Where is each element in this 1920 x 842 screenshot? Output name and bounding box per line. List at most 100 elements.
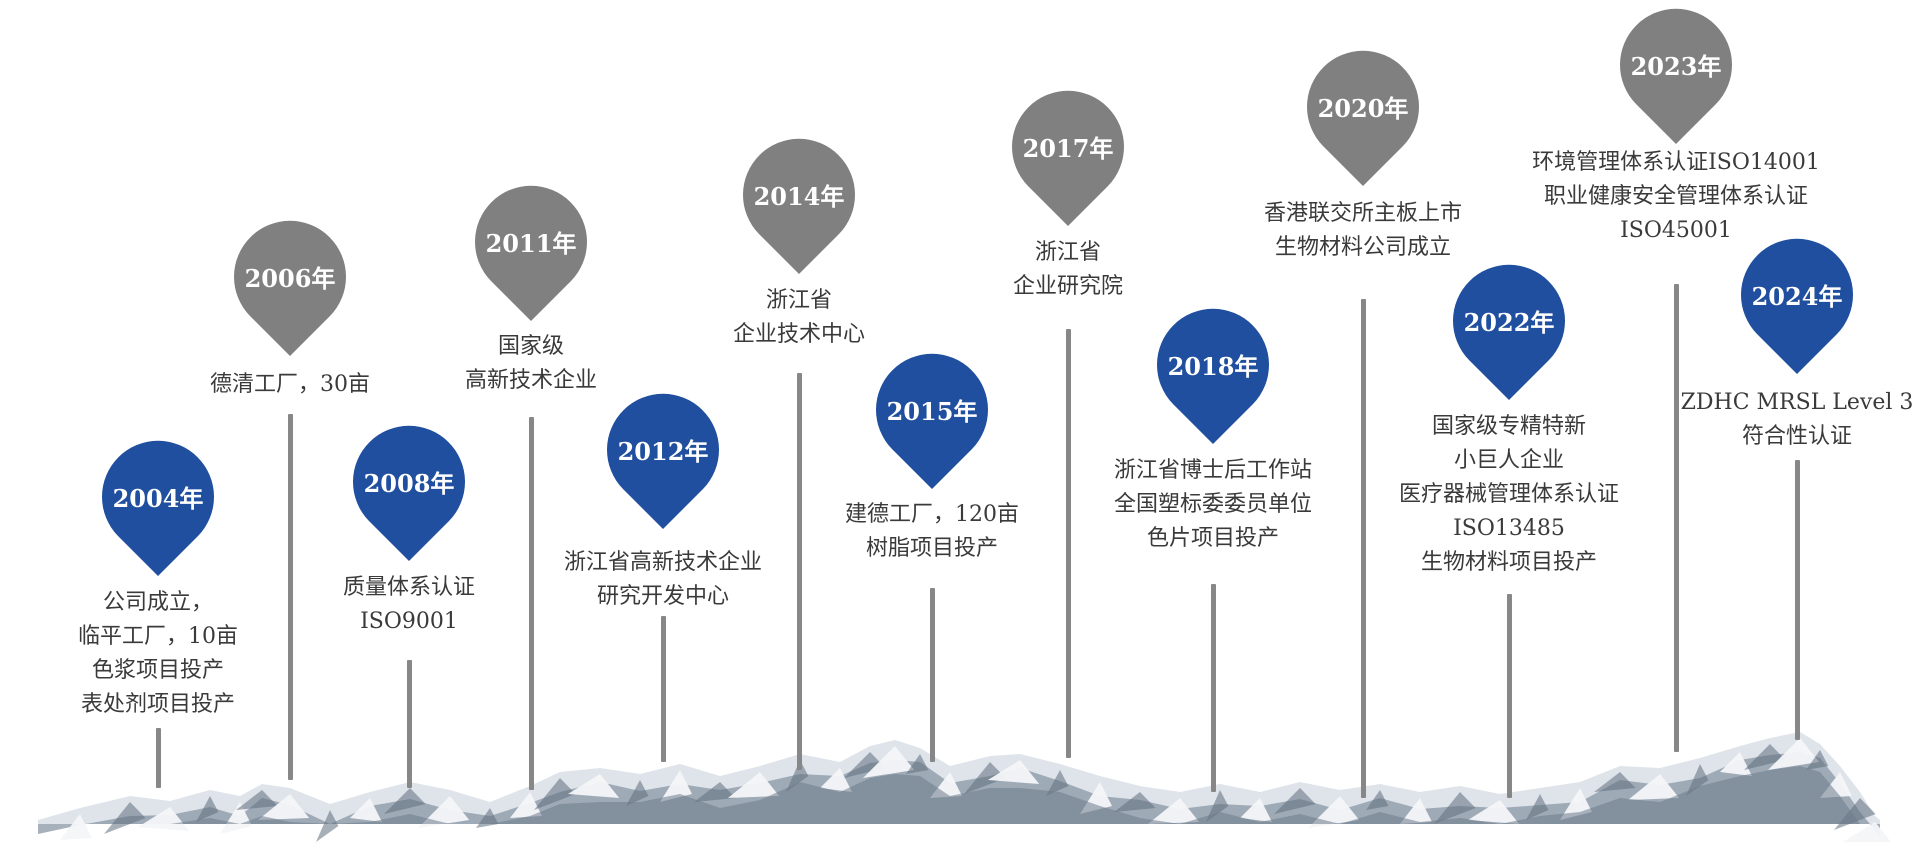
map-pin-icon xyxy=(743,138,855,274)
milestone-description: 建德工厂，120亩树脂项目投产 xyxy=(782,498,1082,566)
milestone-stem xyxy=(929,588,935,762)
milestone-description-line: 公司成立， xyxy=(102,590,213,615)
map-pin-marker: 2015年 xyxy=(876,353,988,489)
milestone-year: 2023年 xyxy=(1630,51,1722,81)
map-pin-marker: 2022年 xyxy=(1453,264,1565,400)
map-pin-icon xyxy=(876,353,988,489)
milestone-description: 公司成立， 临平工厂，10亩色浆项目投产表处剂项目投产 xyxy=(8,586,308,722)
milestone-year: 2024年 xyxy=(1751,281,1843,311)
milestone-description: 香港联交所主板上市生物材料公司成立 xyxy=(1213,197,1513,265)
milestone-description: 浙江省企业研究院 xyxy=(918,236,1218,304)
map-pin-icon xyxy=(1157,308,1269,444)
milestone-description-line: ZDHC MRSL Level 3 xyxy=(1680,390,1914,415)
map-pin-icon xyxy=(1741,238,1853,374)
milestone-description-line: 色浆项目投产 xyxy=(91,658,224,683)
map-pin-marker: 2020年 xyxy=(1307,50,1419,186)
map-pin-marker: 2024年 xyxy=(1741,238,1853,374)
milestone-stem xyxy=(287,414,293,780)
milestone-description: 浙江省高新技术企业研究开发中心 xyxy=(513,546,813,614)
milestone-stem xyxy=(1360,299,1366,798)
milestone-description-line: 环境管理体系认证ISO14001 xyxy=(1532,150,1820,175)
milestone-year: 2017年 xyxy=(1022,133,1114,163)
milestone-year: 2014年 xyxy=(753,181,845,211)
milestone-description-line: 临平工厂，10亩 xyxy=(78,624,238,649)
map-pin-marker: 2014年 xyxy=(743,138,855,274)
milestone-description-line: 浙江省 xyxy=(765,288,832,313)
map-pin-icon xyxy=(353,425,465,561)
milestone-description-line: 符合性认证 xyxy=(1741,424,1852,449)
milestone-description-line: 高新技术企业 xyxy=(464,368,597,393)
milestone-description-line: 质量体系认证 xyxy=(342,575,475,600)
milestone-description-line: 企业研究院 xyxy=(1012,274,1123,299)
map-pin-marker: 2023年 xyxy=(1620,8,1732,144)
milestone-stem xyxy=(1673,284,1679,752)
milestone-description-line: 表处剂项目投产 xyxy=(80,692,235,717)
milestone-description-line: 国家级专精特新 xyxy=(1431,414,1586,439)
map-pin-icon xyxy=(1307,50,1419,186)
map-pin-icon xyxy=(1453,264,1565,400)
milestone-description-line: 小巨人企业 xyxy=(1453,448,1564,473)
map-pin-icon xyxy=(1620,8,1732,144)
milestone-year: 2004年 xyxy=(112,483,204,513)
milestone-description: 德清工厂，30亩 xyxy=(140,368,440,402)
milestone-description: 浙江省企业技术中心 xyxy=(649,284,949,352)
milestone-year: 2006年 xyxy=(244,263,336,293)
milestone-year: 2018年 xyxy=(1167,351,1259,381)
milestone-description-line: 生物材料项目投产 xyxy=(1420,550,1597,575)
map-pin-marker: 2006年 xyxy=(234,220,346,356)
map-pin-marker: 2011年 xyxy=(475,185,587,321)
milestone-stem xyxy=(660,616,666,762)
map-pin-marker: 2012年 xyxy=(607,393,719,529)
milestone-stem xyxy=(1065,329,1071,758)
milestone-year: 2015年 xyxy=(886,396,978,426)
milestone-description-line: 医疗器械管理体系认证 xyxy=(1398,482,1619,507)
map-pin-icon xyxy=(607,393,719,529)
milestone-description-line: 生物材料公司成立 xyxy=(1274,235,1451,260)
map-pin-icon xyxy=(102,440,214,576)
map-pin-icon xyxy=(475,185,587,321)
milestone-description: 浙江省博士后工作站全国塑标委委员单位色片项目投产 xyxy=(1063,454,1363,556)
milestone-description: 环境管理体系认证ISO14001 职业健康安全管理体系认证 ISO45001 xyxy=(1526,146,1826,248)
map-pin-marker: 2008年 xyxy=(353,425,465,561)
milestone-description-line: 浙江省 xyxy=(1034,240,1101,265)
milestone-stem xyxy=(796,373,802,770)
milestone-stem xyxy=(1794,460,1800,740)
milestone-description: 国家级专精特新小巨人企业医疗器械管理体系认证 ISO13485 生物材料项目投产 xyxy=(1359,410,1659,580)
milestone-description-line: 德清工厂，30亩 xyxy=(210,372,370,397)
milestone-year: 2011年 xyxy=(485,228,577,258)
milestone-description: 质量体系认证 ISO9001 xyxy=(259,571,559,639)
milestone-year: 2020年 xyxy=(1317,93,1409,123)
milestone-stem xyxy=(528,417,534,790)
milestone-stem xyxy=(155,728,161,788)
milestone-stem xyxy=(1506,594,1512,798)
milestone-description-line: 浙江省博士后工作站 xyxy=(1113,458,1312,483)
milestone-description: ZDHC MRSL Level 3 符合性认证 xyxy=(1647,386,1920,454)
milestone-stem xyxy=(1210,584,1216,792)
milestone-description-line: 树脂项目投产 xyxy=(865,536,998,561)
milestone-description-line: 浙江省高新技术企业 xyxy=(563,550,762,575)
map-pin-icon xyxy=(1012,90,1124,226)
milestone-year: 2012年 xyxy=(617,436,709,466)
milestone-description-line: 职业健康安全管理体系认证 xyxy=(1543,184,1808,209)
milestone-description-line: 研究开发中心 xyxy=(596,584,729,609)
milestone-year: 2022年 xyxy=(1463,307,1555,337)
milestone-description-line: 建德工厂，120亩 xyxy=(845,502,1019,527)
milestone-stem xyxy=(406,660,412,788)
milestone-description-line: ISO9001 xyxy=(360,609,458,634)
milestone-description-line: ISO13485 xyxy=(1453,516,1565,541)
map-pin-icon xyxy=(234,220,346,356)
map-pin-marker: 2017年 xyxy=(1012,90,1124,226)
mountain-front-layer xyxy=(38,766,1880,824)
milestone-description-line: ISO45001 xyxy=(1620,218,1732,243)
map-pin-marker: 2004年 xyxy=(102,440,214,576)
milestone-description-line: 国家级 xyxy=(497,334,564,359)
milestone-description-line: 全国塑标委委员单位 xyxy=(1113,492,1312,517)
milestone-description-line: 香港联交所主板上市 xyxy=(1263,201,1462,226)
milestone-description-line: 企业技术中心 xyxy=(732,322,865,347)
milestone-description: 国家级高新技术企业 xyxy=(381,330,681,398)
milestone-year: 2008年 xyxy=(363,468,455,498)
map-pin-marker: 2018年 xyxy=(1157,308,1269,444)
milestone-description-line: 色片项目投产 xyxy=(1146,526,1279,551)
